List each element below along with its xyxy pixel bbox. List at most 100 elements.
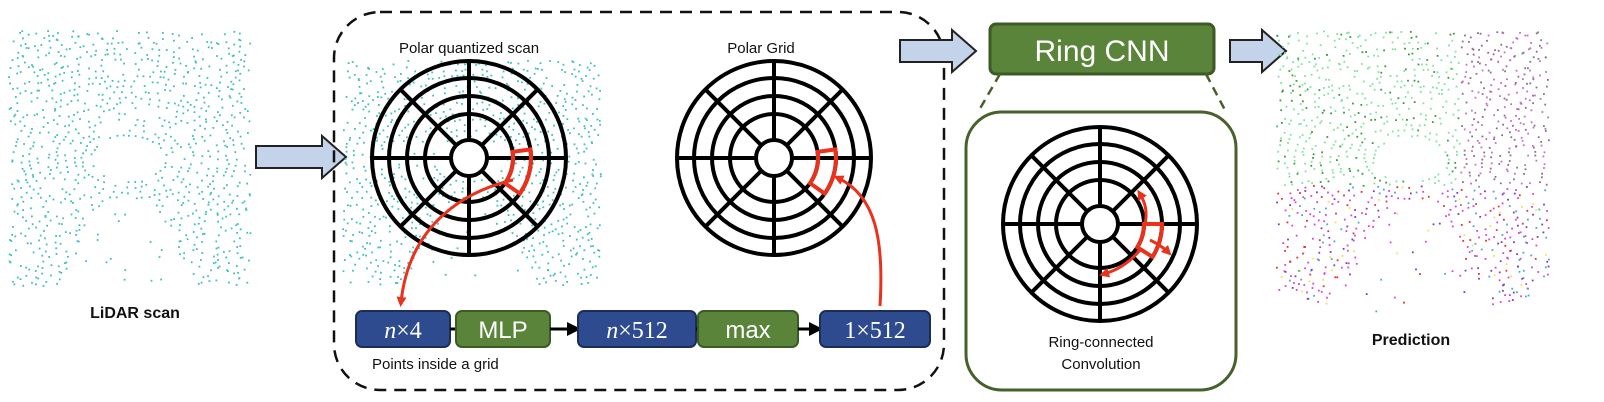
point bbox=[476, 102, 478, 105]
point bbox=[1543, 163, 1546, 166]
point bbox=[22, 209, 24, 211]
point bbox=[127, 192, 129, 195]
point bbox=[415, 234, 418, 237]
point bbox=[1377, 146, 1380, 148]
point bbox=[1432, 223, 1435, 226]
point bbox=[1361, 172, 1364, 175]
point bbox=[532, 212, 535, 214]
point bbox=[83, 224, 86, 227]
point bbox=[1363, 138, 1366, 140]
point bbox=[17, 65, 20, 68]
point bbox=[225, 129, 228, 131]
point bbox=[22, 37, 24, 40]
point bbox=[63, 178, 66, 181]
point bbox=[97, 93, 100, 96]
point bbox=[1353, 194, 1356, 197]
point bbox=[1504, 70, 1506, 73]
point bbox=[1483, 151, 1486, 154]
point bbox=[569, 235, 571, 237]
point bbox=[1418, 124, 1421, 127]
point bbox=[1525, 226, 1528, 229]
point bbox=[429, 214, 432, 217]
point bbox=[39, 234, 42, 237]
point bbox=[1341, 255, 1344, 257]
point bbox=[37, 56, 40, 59]
point bbox=[1383, 49, 1385, 52]
point bbox=[1512, 211, 1515, 214]
point bbox=[1517, 108, 1520, 111]
point bbox=[1353, 75, 1356, 78]
point bbox=[1359, 144, 1362, 147]
point bbox=[57, 265, 60, 268]
point bbox=[27, 66, 30, 69]
point bbox=[524, 88, 526, 91]
point bbox=[236, 232, 239, 234]
point bbox=[1530, 42, 1532, 44]
point bbox=[591, 173, 594, 176]
point bbox=[1532, 94, 1534, 97]
point bbox=[1440, 59, 1443, 62]
point bbox=[408, 250, 411, 253]
point bbox=[1412, 117, 1415, 120]
point bbox=[1354, 216, 1357, 218]
point bbox=[536, 144, 539, 146]
point bbox=[354, 128, 356, 130]
point bbox=[165, 49, 168, 51]
point bbox=[1389, 75, 1392, 77]
point bbox=[38, 247, 41, 250]
point bbox=[192, 249, 195, 252]
point bbox=[243, 88, 245, 90]
point bbox=[1478, 142, 1481, 144]
point bbox=[1475, 212, 1477, 215]
point bbox=[388, 181, 391, 183]
point bbox=[60, 99, 62, 102]
point bbox=[1462, 240, 1465, 242]
point bbox=[1336, 259, 1339, 262]
point bbox=[1315, 63, 1317, 66]
point bbox=[400, 243, 403, 245]
point bbox=[568, 155, 571, 158]
point bbox=[573, 172, 576, 175]
point bbox=[1310, 73, 1313, 76]
point bbox=[188, 167, 191, 170]
point bbox=[1517, 265, 1519, 268]
point bbox=[32, 175, 35, 178]
point bbox=[232, 144, 235, 146]
point bbox=[187, 214, 190, 217]
point bbox=[1471, 145, 1474, 148]
point bbox=[344, 161, 347, 164]
point bbox=[1543, 167, 1545, 169]
point bbox=[404, 178, 407, 181]
point bbox=[1284, 155, 1286, 158]
point bbox=[1475, 128, 1477, 131]
grid-spoke-3 bbox=[703, 169, 763, 229]
point bbox=[243, 116, 245, 119]
point bbox=[1400, 31, 1403, 33]
point bbox=[1345, 38, 1347, 41]
point bbox=[1320, 164, 1322, 167]
point bbox=[38, 239, 40, 242]
point bbox=[1293, 199, 1296, 201]
point bbox=[182, 202, 185, 204]
point bbox=[233, 43, 236, 46]
point bbox=[1279, 68, 1282, 71]
point bbox=[36, 97, 39, 99]
point bbox=[72, 30, 75, 33]
point bbox=[1393, 212, 1396, 215]
point bbox=[74, 82, 76, 85]
point bbox=[595, 163, 597, 166]
point bbox=[541, 253, 544, 256]
point bbox=[590, 238, 593, 240]
point bbox=[1477, 91, 1480, 94]
point bbox=[389, 225, 391, 228]
point bbox=[202, 58, 204, 61]
point bbox=[158, 142, 160, 145]
point bbox=[68, 124, 70, 127]
point bbox=[54, 136, 57, 138]
point bbox=[1312, 153, 1315, 156]
point bbox=[35, 226, 37, 229]
point bbox=[67, 255, 69, 258]
point bbox=[587, 215, 590, 218]
point bbox=[1494, 49, 1496, 52]
point bbox=[37, 82, 40, 85]
